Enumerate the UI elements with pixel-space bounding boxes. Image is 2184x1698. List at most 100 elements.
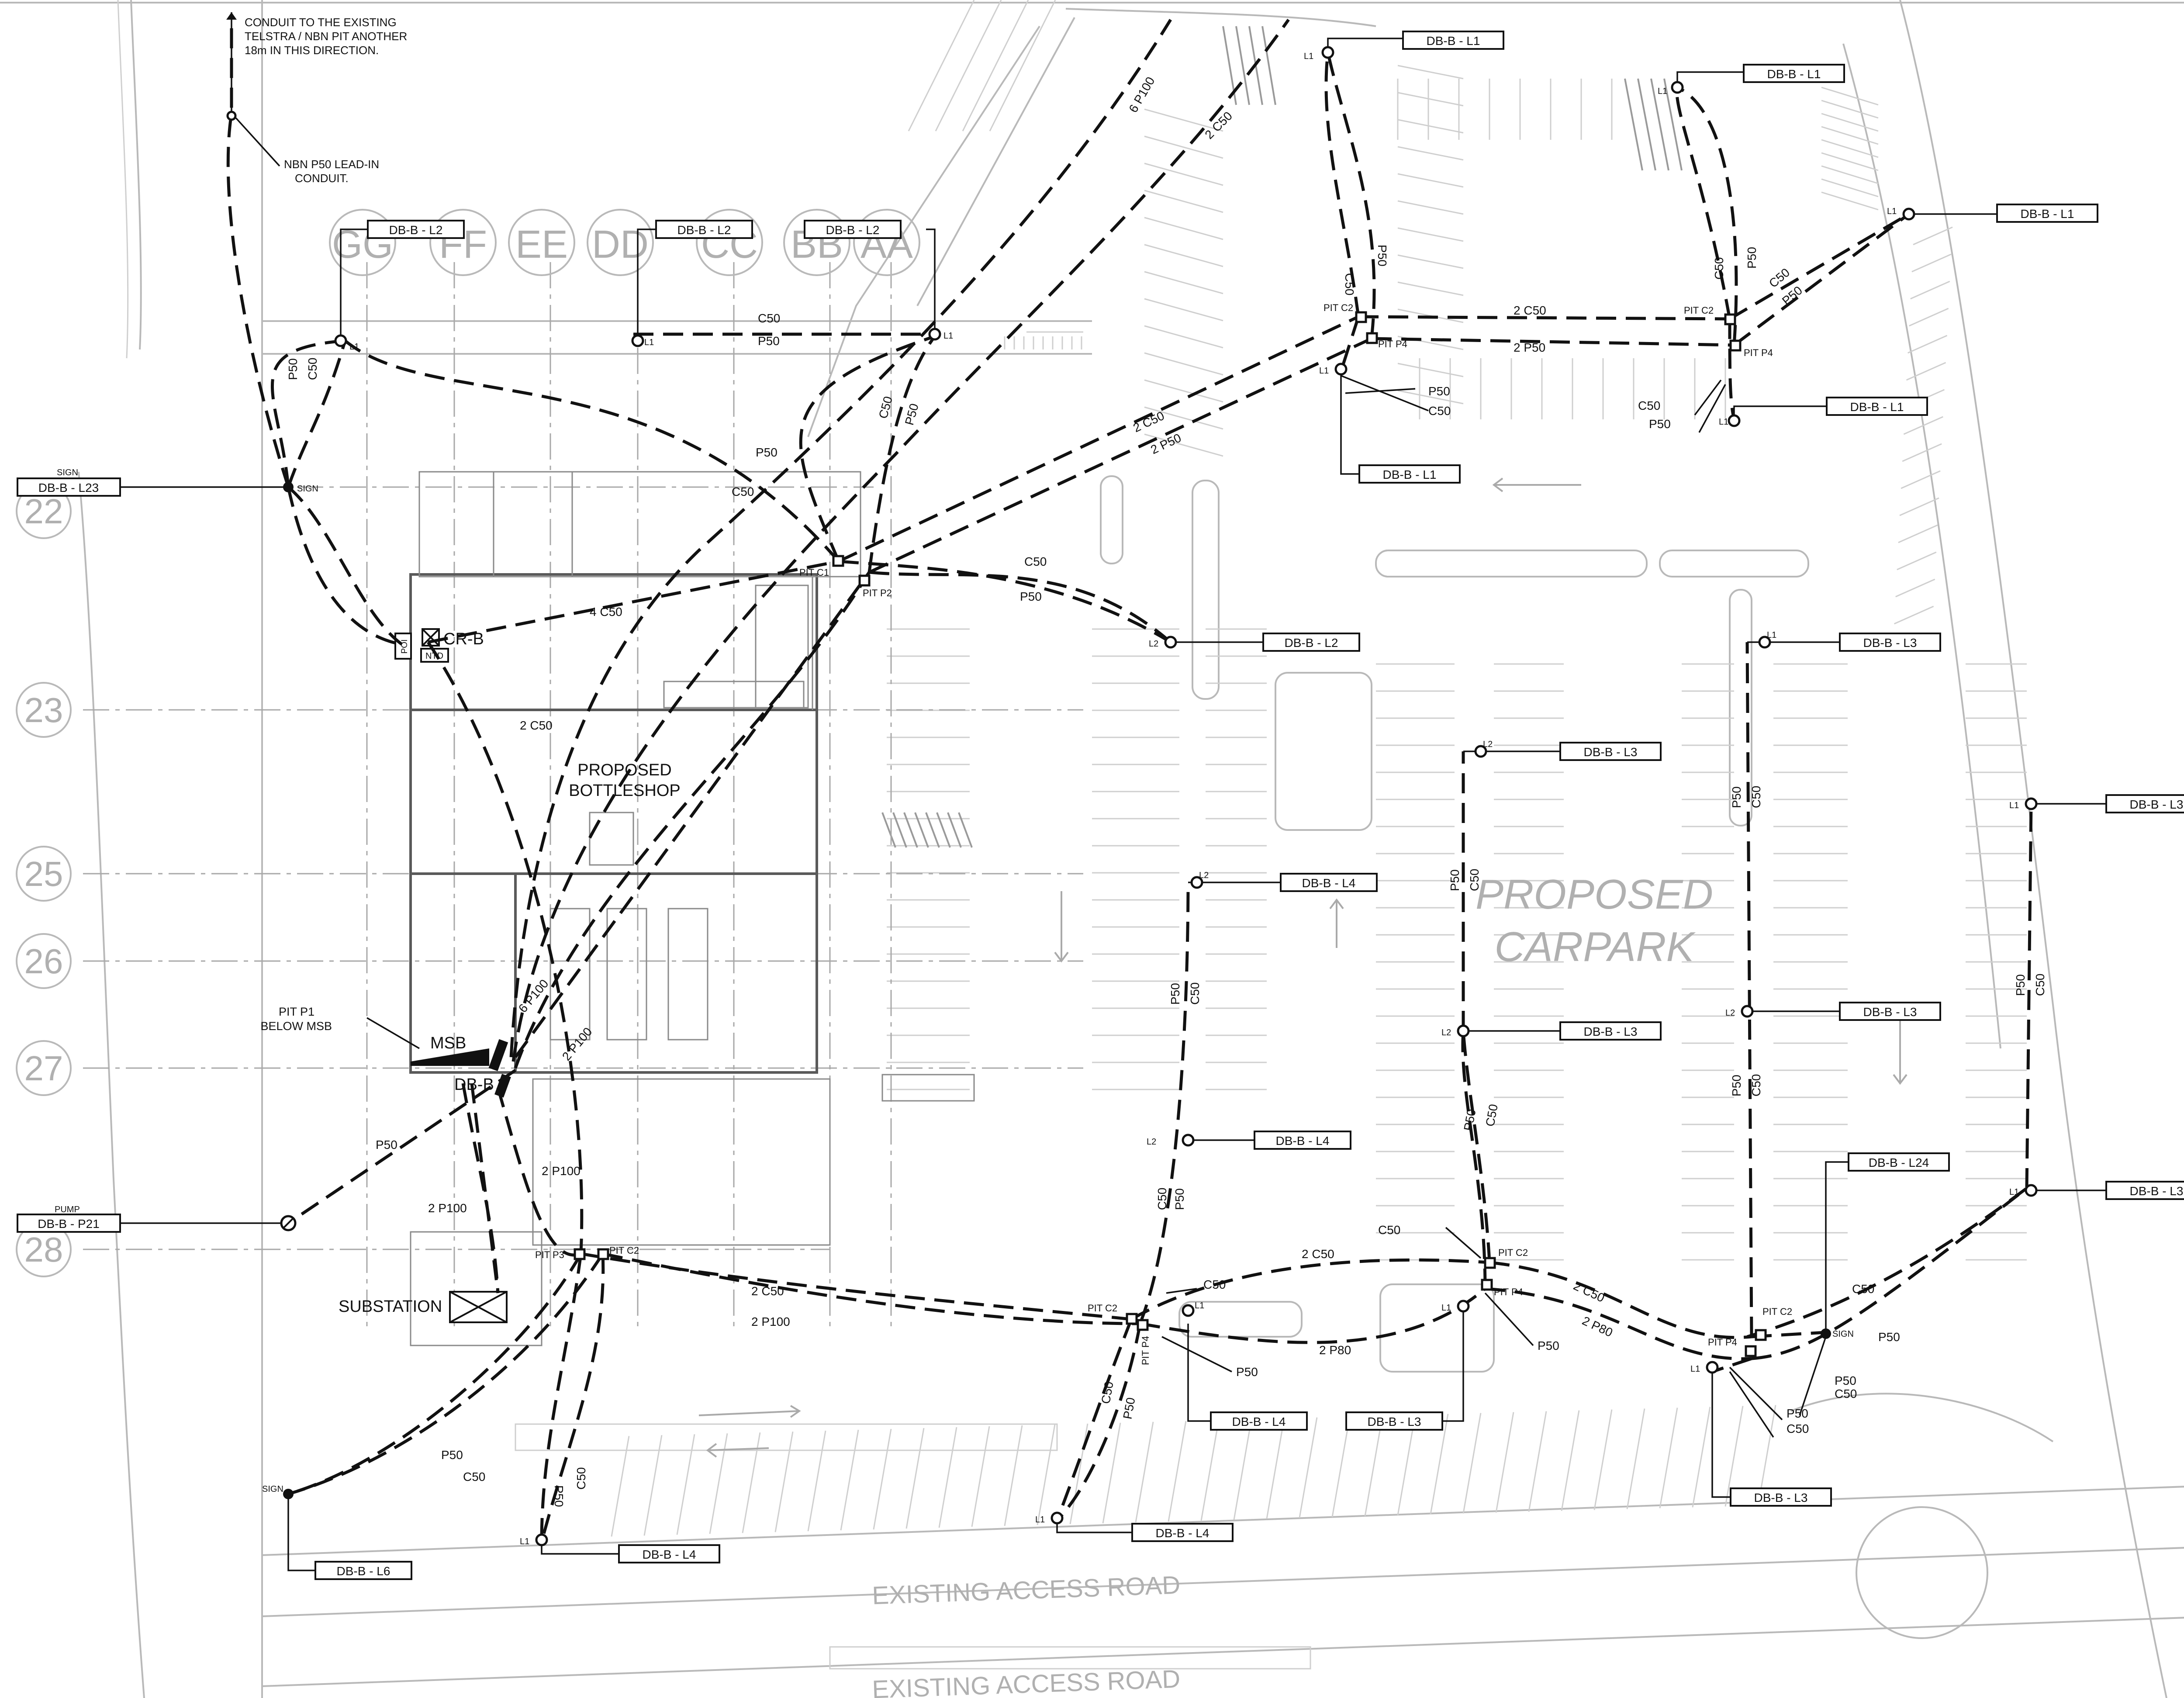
stall-line: [1898, 524, 1938, 543]
stall-line: [1495, 1412, 1514, 1513]
cable-label: P50: [1649, 417, 1671, 431]
cable-label: C50: [732, 485, 754, 498]
pit-p1-note-line-2: BELOW MSB: [260, 1020, 332, 1033]
sign-label-left: SIGN: [57, 468, 78, 477]
stall-line: [1144, 190, 1223, 213]
stall-line: [1626, 1408, 1645, 1509]
cable-label: C50: [1428, 404, 1451, 418]
pump-label: PUMP: [55, 1205, 80, 1214]
stall-line: [1266, 1418, 1285, 1519]
cable-label: P50: [756, 446, 778, 459]
stall-line: [1397, 119, 1464, 134]
stall-line: [1200, 1420, 1220, 1521]
stall-line: [1659, 1408, 1678, 1508]
cable-label: P50: [1448, 869, 1462, 891]
stall-line: [989, 0, 1056, 131]
stall-line: [1102, 1422, 1121, 1524]
l1-label: L1: [1690, 1364, 1700, 1374]
cable-label: P50: [1835, 1374, 1856, 1387]
stall-line: [643, 1435, 663, 1536]
grid-bubble-27: 27: [24, 1049, 63, 1088]
pit-p2-label: PIT P2: [863, 588, 892, 598]
cable-label: C50: [463, 1470, 485, 1484]
circuit-label-3: DB-B - L1: [1996, 204, 2098, 223]
circuit-label-18: DB-B - L3: [1730, 1487, 1832, 1507]
cable-label: P50: [1375, 245, 1389, 266]
stall-line: [1593, 1409, 1613, 1510]
svg-text:DB-B - L6: DB-B - L6: [337, 1564, 390, 1578]
stall-line: [1144, 108, 1223, 132]
svg-text:DB-B - L3: DB-B - L3: [1863, 1005, 1917, 1019]
pit-p3-label: PIT P3: [535, 1249, 564, 1260]
cable-label: C50: [1787, 1422, 1809, 1435]
cable-label: C50: [1835, 1387, 1857, 1401]
stall-line: [774, 1431, 794, 1532]
stall-line: [1144, 352, 1223, 376]
svg-text:DB-B - L2: DB-B - L2: [389, 223, 443, 237]
bottleshop-label-line-2: BOTTLESHOP: [569, 782, 681, 800]
stall-line: [1144, 271, 1223, 294]
stall-line: [1899, 497, 1939, 516]
device-labels: SIGN SIGN PUMP SIGN SIGN L1 L1 L1 L1 L1 …: [55, 52, 2019, 1546]
stall-line: [1692, 1407, 1711, 1508]
svg-text:DB-B - L1: DB-B - L1: [1850, 400, 1904, 414]
circuit-label-26: DB-B - L6: [314, 1561, 412, 1580]
cable-label: C50: [1099, 1380, 1116, 1405]
sign-label-bottom: SIGN: [262, 1484, 283, 1494]
stall-line: [1907, 335, 1948, 354]
circuit-label-5: DB-B - L1: [1358, 464, 1461, 484]
stall-line: [1821, 165, 1879, 184]
circuit-label-8: DB-B - L2: [804, 220, 902, 239]
stall-line: [1144, 325, 1223, 349]
ntd-label: NTD: [425, 651, 443, 661]
l1-label: L1: [1441, 1303, 1451, 1313]
svg-text:DB-B - L2: DB-B - L2: [826, 223, 880, 237]
pit-c2-label: PIT C2: [1088, 1303, 1117, 1314]
l2-label: L2: [1147, 1137, 1156, 1147]
stall-line: [905, 1428, 925, 1529]
l1-label: L1: [1887, 207, 1897, 216]
pit-p4-label: PIT P4: [1744, 347, 1773, 358]
conduit-note-line-3: 18m IN THIS DIRECTION.: [245, 44, 379, 57]
stall-line: [935, 0, 1002, 131]
cable-routes: [226, 17, 2033, 1542]
substation-label: SUBSTATION: [339, 1297, 442, 1316]
svg-text:DB-B - L2: DB-B - L2: [677, 223, 731, 237]
svg-text:DB-B - L23: DB-B - L23: [38, 481, 99, 495]
cable-label: P50: [1730, 786, 1743, 808]
pit-p4-label: PIT P4: [1494, 1286, 1523, 1297]
cable-label: P50: [1020, 590, 1042, 603]
stall-line: [1144, 379, 1223, 403]
svg-text:DB-B - L3: DB-B - L3: [1754, 1491, 1808, 1504]
stall-line: [1894, 605, 1934, 625]
svg-text:DB-B - L1: DB-B - L1: [1383, 468, 1437, 481]
cable-label: 2 C50: [1131, 409, 1166, 435]
stall-line: [1528, 1411, 1547, 1512]
grid-bubble-28: 28: [24, 1230, 63, 1269]
cable-label: P50: [1120, 1397, 1137, 1420]
cable-label: C50: [1766, 266, 1792, 290]
grid-bubble-22: 22: [24, 492, 63, 531]
stall-line: [1144, 244, 1223, 267]
area-labels: PROPOSED BOTTLESHOP PROPOSED CARPARK EXI…: [569, 761, 1713, 1698]
stall-line: [1821, 86, 1879, 106]
circuit-label-21: DB-B - L4: [1210, 1411, 1308, 1431]
cable-label: C50: [1024, 555, 1047, 568]
cable-label: P50: [758, 334, 780, 348]
traffic-arrows: [698, 477, 1908, 1458]
building: [394, 471, 975, 1346]
stall-line: [1913, 226, 1953, 246]
cable-label: 2 C50: [1571, 1279, 1607, 1305]
grid-bubble-23: 23: [24, 691, 63, 730]
stall-line: [1821, 178, 1879, 197]
l2-label: L2: [1199, 871, 1209, 880]
svg-text:DB-B - L3: DB-B - L3: [1863, 636, 1917, 650]
stall-line: [1135, 1421, 1154, 1523]
stall-line: [1144, 163, 1223, 186]
carpark-label-line-1: PROPOSED: [1476, 871, 1713, 918]
db-b-label: DB-B: [454, 1076, 494, 1094]
cable-label: C50: [1749, 786, 1763, 808]
cable-label: P50: [552, 1485, 566, 1507]
circuit-label-22: DB-B - L4: [1131, 1523, 1234, 1542]
cable-label: 2 P50: [1514, 341, 1545, 354]
